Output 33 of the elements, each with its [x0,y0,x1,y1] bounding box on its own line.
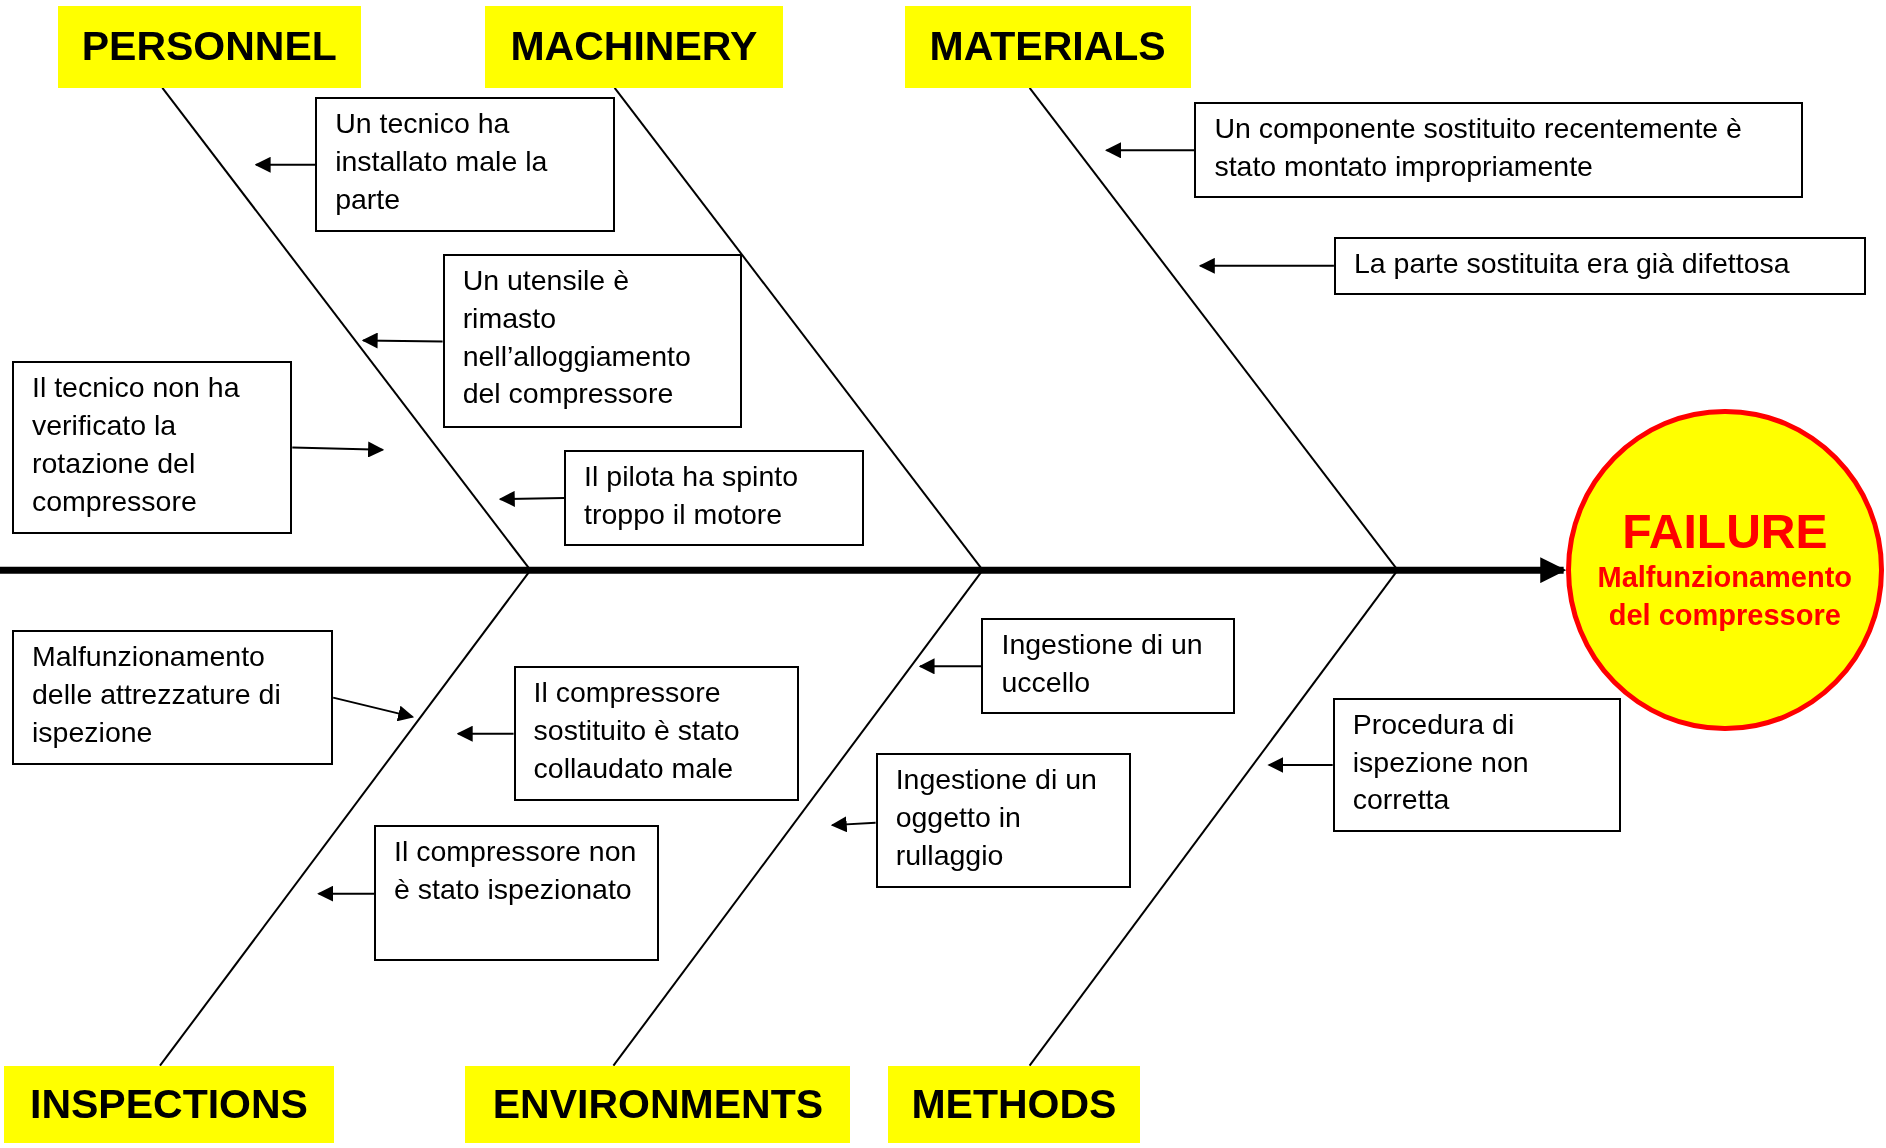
cause-box: La parte sostituita era già difettosa [1333,236,1866,295]
arrow [498,490,566,507]
arrow [918,658,983,675]
cause-box: Malfunzionamento delle attrezzature di ispezione [12,630,334,765]
cause-box: Un componente sostituito recentemente è stato montato impropriamente [1194,102,1803,199]
arrow [456,725,515,742]
arrow [1105,142,1196,159]
cause-box: Il compressore sostituito è stato collaudato male [513,666,799,802]
arrow [1267,757,1334,773]
category-label: MATERIALS [904,6,1191,88]
effect-title: FAILURE [1622,506,1828,559]
cause-box: Ingestione di un oggetto in rullaggio [875,752,1131,888]
cause-box: Il tecnico non ha verificato la rotazione del compressore [12,360,293,535]
category-label: PERSONNEL [57,6,361,88]
cause-box: Un utensile è rimasto nell’alloggiamento del compressore [442,253,743,429]
arrow [830,816,877,833]
arrow [361,332,444,349]
arrow [291,441,385,458]
cause-box: Un tecnico ha installato male la parte [315,97,615,233]
spine-arrow [0,557,1567,584]
category-label: METHODS [887,1065,1141,1143]
category-label: ENVIRONMENTS [465,1065,851,1143]
cause-box: Procedura di ispezione non corretta [1332,697,1622,833]
category-label: MACHINERY [484,6,783,88]
arrow [254,156,317,173]
arrow [1198,257,1335,274]
effect-description: Malfunzionamento del compressore [1596,559,1854,633]
category-label: INSPECTIONS [3,1065,335,1143]
cause-box: Ingestione di un uccello [981,618,1236,715]
arrow [332,696,415,722]
cause-box: Il compressore non è stato ispezionato [374,825,660,962]
arrow [317,885,376,902]
cause-box: Il pilota ha spinto troppo il motore [564,449,864,547]
